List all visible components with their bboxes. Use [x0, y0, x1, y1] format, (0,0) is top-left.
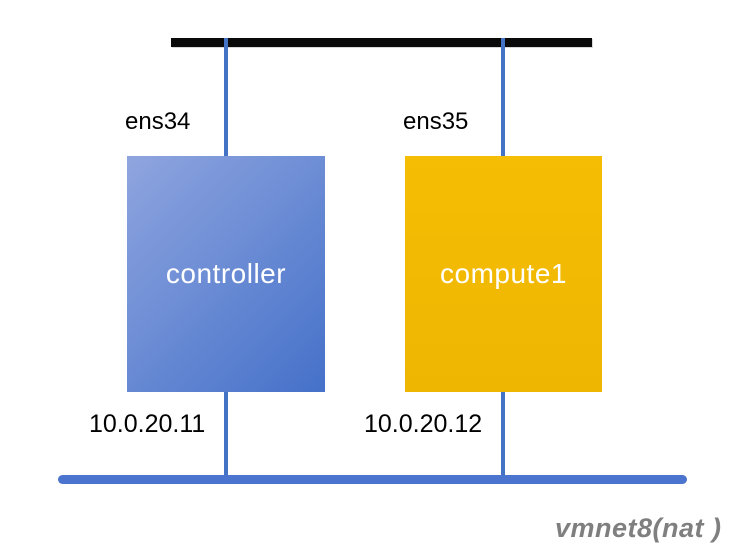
controller-interface-label: ens34: [125, 108, 191, 135]
controller-node: controller: [127, 156, 325, 392]
controller-ip-label: 10.0.20.11: [89, 410, 206, 438]
vmnet8-bus: [58, 475, 687, 484]
top-network-bus: [171, 38, 592, 47]
vmnet8-caption: vmnet8(nat ): [555, 513, 722, 543]
compute1-interface-label: ens35: [403, 108, 469, 135]
compute1-ip-label: 10.0.20.12: [364, 410, 483, 438]
compute1-node-label: compute1: [440, 258, 567, 289]
controller-node-label: controller: [165, 258, 287, 289]
controller-uplink-line: [224, 38, 228, 156]
controller-downlink-line: [224, 392, 228, 479]
compute1-downlink-line: [501, 392, 505, 479]
compute1-uplink-line: [501, 38, 505, 156]
compute1-node: compute1: [405, 156, 602, 392]
